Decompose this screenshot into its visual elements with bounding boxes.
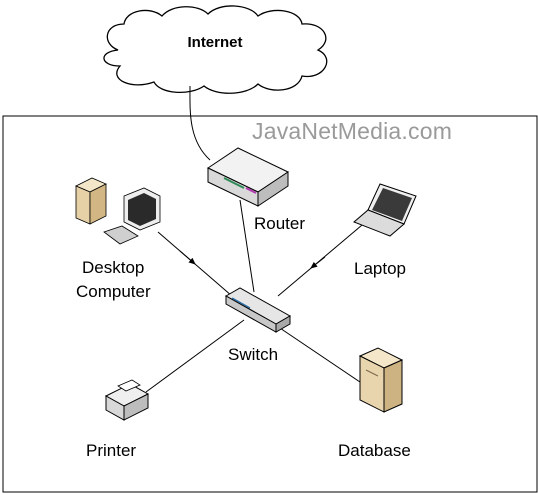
laptop-label: Laptop	[354, 259, 406, 278]
switch-icon	[224, 287, 292, 333]
router-icon	[206, 147, 290, 207]
database-server-icon	[358, 347, 404, 413]
internet-cloud	[103, 5, 328, 94]
laptop-link-arrow	[310, 256, 326, 269]
printer-label: Printer	[86, 441, 137, 460]
internet-router-link	[189, 85, 211, 161]
printer-icon	[104, 379, 150, 421]
network-boundary	[2, 115, 538, 493]
database-switch-link	[267, 319, 361, 383]
router-label: Router	[254, 214, 306, 233]
watermark-text: JavaNetMedia.com	[252, 118, 453, 144]
database-label: Database	[338, 441, 411, 460]
desktop-link-arrow	[179, 250, 196, 265]
switch-label: Switch	[228, 345, 279, 364]
desktop-label-line1: Desktop	[82, 258, 145, 277]
laptop-icon	[353, 183, 417, 237]
internet-label: Internet	[187, 34, 243, 51]
router-switch-link	[239, 199, 255, 293]
desktop-computer-icon	[75, 177, 161, 245]
printer-switch-link	[145, 319, 245, 393]
desktop-label-line2: Computer	[76, 282, 151, 301]
